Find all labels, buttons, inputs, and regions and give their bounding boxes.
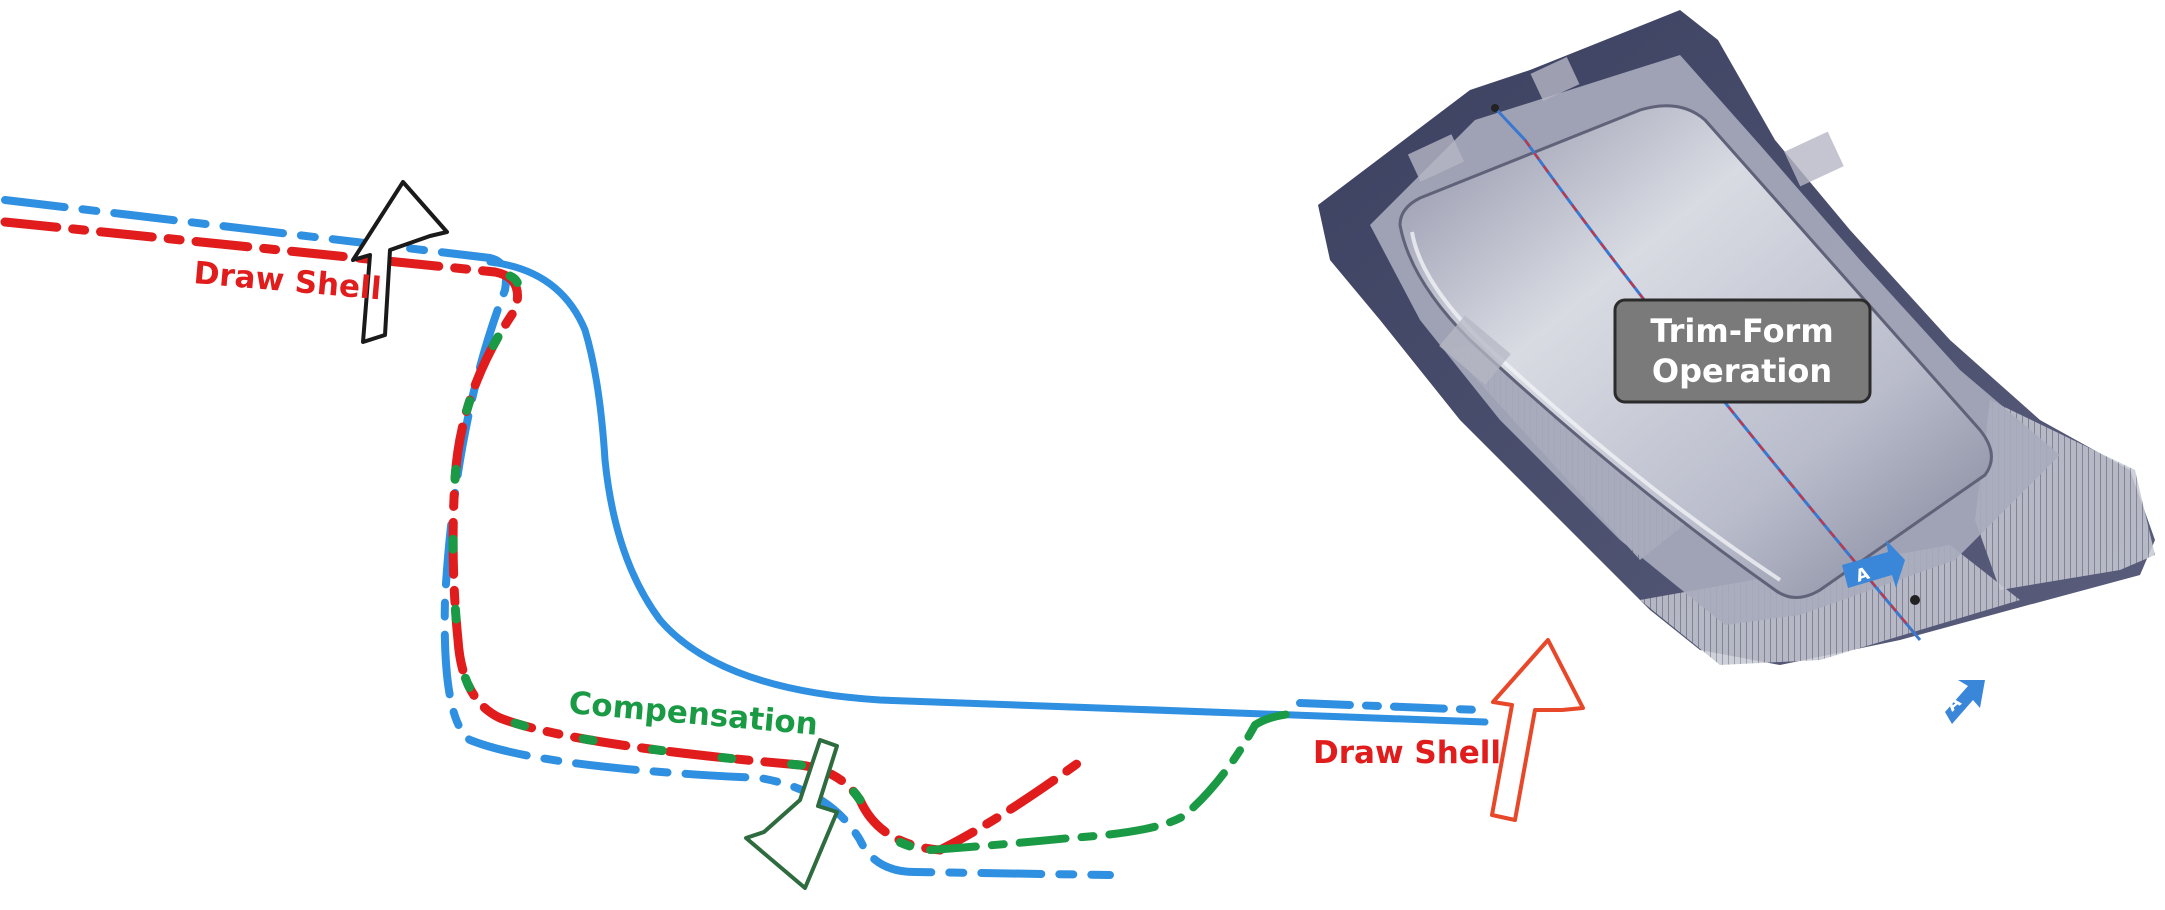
section-arrow-icon-top: A — [1842, 540, 1905, 588]
green-compensation-overlay — [448, 271, 935, 855]
blue-dashed-shell-profile — [1, 196, 1114, 879]
outline-arrow-up-icon-red — [1490, 638, 1585, 822]
outline-arrow-up-icon — [351, 180, 449, 344]
blue-solid-trim-form-profile — [486, 258, 1489, 726]
compensation-label: Compensation — [567, 685, 819, 743]
section-arrow-icon-bottom: A — [1942, 680, 1985, 724]
blue-dashed-shell-right — [1296, 699, 1484, 714]
draw-shell-label-right: Draw Shell — [1313, 735, 1501, 771]
flange-tab — [1407, 134, 1465, 182]
section-point — [1491, 104, 1499, 112]
section-point — [1910, 595, 1920, 605]
outline-arrow-down-icon — [744, 738, 839, 890]
flange-tab — [1439, 315, 1511, 385]
flange-tab — [1530, 56, 1580, 102]
panel-3d-render: A A Trim-Form Operation — [1318, 10, 2155, 724]
green-compensation-profile — [926, 709, 1304, 854]
operation-label-box: Trim-Form Operation — [1613, 298, 1872, 404]
flange-tab — [1784, 131, 1844, 187]
binder-hatch-bottom — [1640, 545, 2020, 665]
panel-edge-highlight — [1410, 231, 1782, 582]
draw-shell-label-left: Draw Shell — [192, 255, 382, 307]
operation-label-line1: Trim-Form — [1650, 312, 1833, 350]
operation-label-line2: Operation — [1652, 352, 1832, 390]
section-profiles: Draw Shell Compensation Draw Shell — [0, 180, 1585, 890]
